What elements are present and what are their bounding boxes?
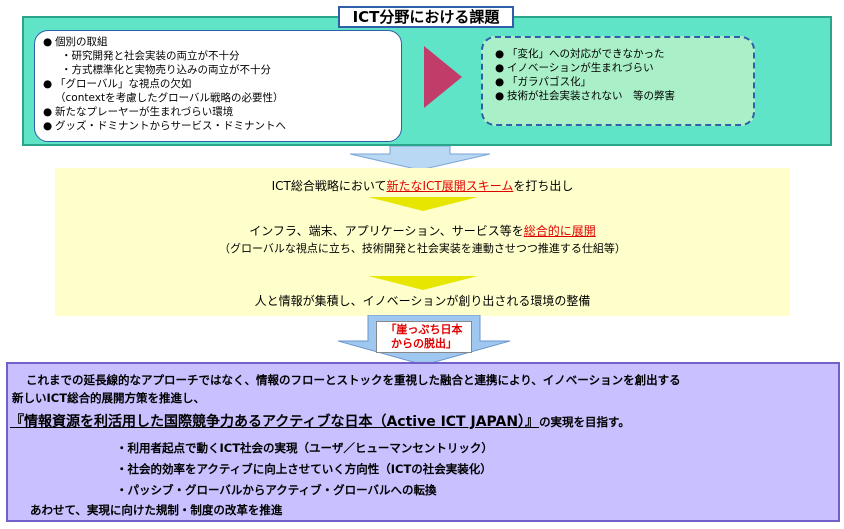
goal-title: 『情報資源を利活用した国際競争力あるアクティブな日本（Active ICT JA… xyxy=(10,414,540,430)
reform-line: あわせて、実現に向けた規制・制度の改革を推進 xyxy=(30,503,283,517)
consequences-box: ●「変化」への対応ができなかった ●イノベーションが生まれづらい ●「ガラパゴス… xyxy=(481,36,755,126)
issue-item: ●新たなプレーヤーが生まれづらい環境 xyxy=(43,105,393,119)
issue-text: グッズ・ドミナントからサービス・ドミナントへ xyxy=(55,120,286,132)
bullet-icon: ● xyxy=(495,90,505,102)
issue-text: 新たなプレーヤーが生まれづらい環境 xyxy=(55,106,234,118)
bullet-icon: ● xyxy=(495,62,505,74)
goal-point: ・利用者起点で動くICT社会の実現（ユーザ／ヒューマンセントリック） xyxy=(116,441,493,455)
goal-point: ・社会的効率をアクティブに向上させていく方向性（ICTの社会実装化） xyxy=(116,462,492,476)
strategy-line-3: （グローバルな視点に立ち、技術開発と社会実装を連動させつつ推進する仕組等） xyxy=(219,242,626,255)
bullet-icon: ● xyxy=(495,76,505,88)
consequence-text: 「ガラパゴス化」 xyxy=(507,76,592,88)
down-triangle-icon xyxy=(368,197,478,211)
strategy-line-2: インフラ、端末、アプリケーション、サービス等を総合的に展開 xyxy=(55,222,790,239)
highlight-scheme: 新たなICT展開スキーム xyxy=(386,179,514,193)
down-triangle-icon xyxy=(368,276,478,290)
consequence-text: 「変化」への対応ができなかった xyxy=(507,48,665,60)
bullet-icon: ● xyxy=(43,78,53,90)
bullet-icon: ● xyxy=(43,36,53,48)
consequence-text: イノベーションが生まれづらい xyxy=(507,62,654,74)
strategy-text: ICT総合戦略において xyxy=(271,179,387,193)
consequence-item: ●技術が社会実装されない 等の弊害 xyxy=(495,89,741,103)
issues-list-box: ●個別の取組 ・研究開発と社会実装の両立が不十分 ・方式標準化と実物売り込みの両… xyxy=(34,30,402,142)
highlight-deploy: 総合的に展開 xyxy=(523,224,596,238)
goal-statement: 『情報資源を利活用した国際競争力あるアクティブな日本（Active ICT JA… xyxy=(10,411,630,431)
bullet-icon: ● xyxy=(43,120,53,132)
issue-subitem: ・研究開発と社会実装の両立が不十分 xyxy=(61,50,240,62)
bullet-icon: ● xyxy=(495,48,505,60)
consequence-item: ●イノベーションが生まれづらい xyxy=(495,61,741,75)
goal-intro-line-2: 新しいICT総合的展開方策を推進し、 xyxy=(12,391,206,405)
arrow-right-icon xyxy=(424,46,462,108)
consequence-text: 技術が社会実装されない 等の弊害 xyxy=(507,90,675,102)
goal-tail: の実現を目指す。 xyxy=(539,415,630,429)
strategy-panel: ICT総合戦略において新たなICT展開スキームを打ち出し インフラ、端末、アプリ… xyxy=(55,168,790,316)
issue-item: ●グッズ・ドミナントからサービス・ドミナントへ xyxy=(43,119,393,133)
down-arrow-icon xyxy=(350,146,490,170)
issue-subitem: （contextを考慮したグローバル戦略の必要性） xyxy=(55,92,284,104)
consequence-item: ●「ガラパゴス化」 xyxy=(495,75,741,89)
goal-point: ・パッシブ・グローバルからアクティブ・グローバルへの転換 xyxy=(116,483,437,497)
issue-item: ●個別の取組 xyxy=(43,35,393,49)
issue-text: 「グローバル」な視点の欠如 xyxy=(55,78,192,90)
consequence-item: ●「変化」への対応ができなかった xyxy=(495,47,741,61)
issue-subitem: ・方式標準化と実物売り込みの両立が不十分 xyxy=(61,64,271,76)
exit-label: 「崖っぷち日本 からの脱出」 xyxy=(376,321,472,353)
bullet-icon: ● xyxy=(43,106,53,118)
exit-label-line: からの脱出」 xyxy=(391,337,457,350)
strategy-line-4: 人と情報が集積し、イノベーションが創り出される環境の整備 xyxy=(254,294,591,308)
strategy-text: インフラ、端末、アプリケーション、サービス等を xyxy=(249,224,524,238)
goal-panel xyxy=(6,362,840,522)
goal-intro-line-1: これまでの延長線的なアプローチではなく、情報のフローとストックを重視した融合と連… xyxy=(26,373,681,387)
strategy-text: を打ち出し xyxy=(513,179,574,193)
issue-text: 個別の取組 xyxy=(55,36,108,48)
issues-title: ICT分野における課題 xyxy=(338,6,514,28)
exit-label-line: 「崖っぷち日本 xyxy=(385,323,463,336)
issue-item: ●「グローバル」な視点の欠如 xyxy=(43,77,393,91)
strategy-line-1: ICT総合戦略において新たなICT展開スキームを打ち出し xyxy=(55,177,790,194)
